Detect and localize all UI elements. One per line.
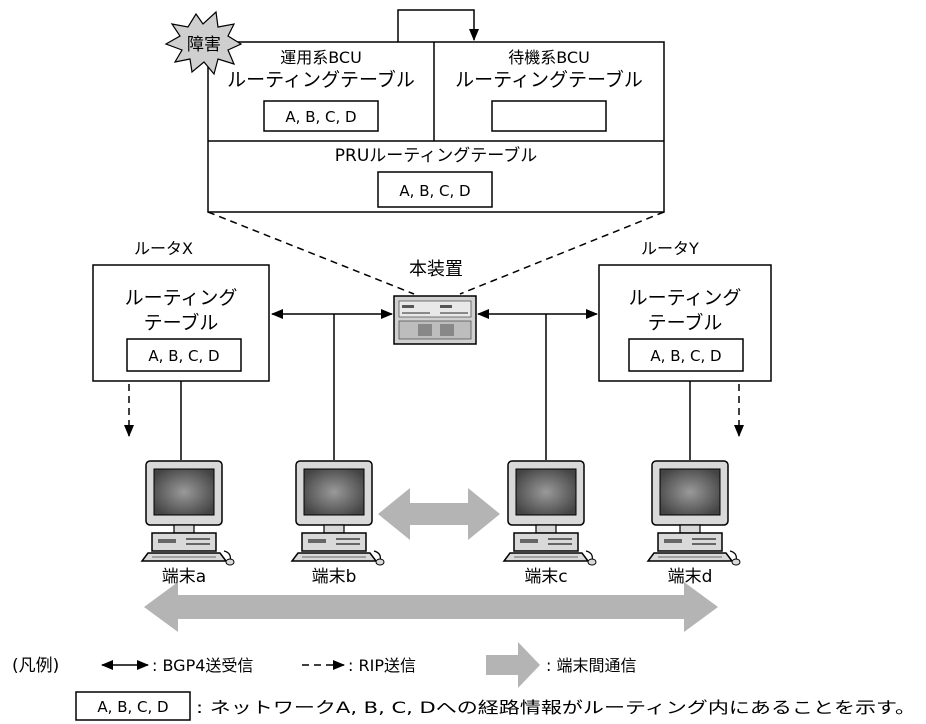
- standby-bcu-title: 待機系BCU: [508, 48, 590, 67]
- active-bcu-entries: A, B, C, D: [285, 108, 356, 126]
- starburst-icon: [164, 10, 243, 76]
- terminal-c: 端末c: [503, 460, 597, 587]
- active-bcu-entries-box: [263, 100, 379, 132]
- terminal-a-label: 端末a: [162, 567, 206, 587]
- terminal-d-label: 端末d: [668, 567, 713, 587]
- terminal-comm-arrow-bc: [378, 488, 500, 540]
- computer-icon: [141, 460, 235, 566]
- legend-terminal-comm-arrow: [486, 642, 540, 688]
- router-y: ルータY ルーティング テーブル A, B, C, D: [598, 239, 772, 382]
- router-x-entries-box: [126, 338, 242, 372]
- terminal-a: 端末a: [141, 460, 235, 587]
- router-y-table-line2: テーブル: [648, 311, 723, 334]
- standby-bcu-table-label: ルーティングテーブル: [455, 68, 643, 91]
- device-icon: [393, 295, 477, 345]
- router-y-table-line1: ルーティング: [629, 287, 742, 309]
- terminal-c-label: 端末c: [524, 567, 567, 587]
- computer-icon: [291, 460, 385, 566]
- router-x-table-line2: テーブル: [144, 311, 219, 334]
- device-label: 本装置: [409, 259, 463, 280]
- pru-table-title: PRUルーティングテーブル: [335, 145, 537, 166]
- failure-starburst: 障害: [164, 10, 243, 76]
- sync-arrow: [397, 9, 479, 42]
- terminal-b: 端末b: [291, 460, 385, 587]
- router-y-entries-box: [628, 338, 744, 372]
- pru-entries-box: [377, 171, 493, 208]
- legend-entries-box: [75, 691, 191, 721]
- router-y-entries: A, B, C, D: [650, 347, 721, 365]
- terminal-comm-arrow-ad: [144, 582, 718, 632]
- terminal-b-label: 端末b: [312, 567, 357, 587]
- router-y-name: ルータY: [641, 239, 699, 258]
- pru-entries: A, B, C, D: [399, 182, 470, 200]
- router-x: ルータX ルーティング テーブル A, B, C, D: [92, 239, 270, 382]
- router-x-entries: A, B, C, D: [148, 347, 219, 365]
- callout-right-dashed: [459, 211, 665, 295]
- failure-label: 障害: [187, 35, 221, 55]
- router-x-name: ルータX: [134, 239, 193, 258]
- computer-icon: [647, 460, 741, 566]
- computer-icon: [503, 460, 597, 566]
- legend-prefix: (凡例): [12, 656, 59, 676]
- active-bcu-title: 運用系BCU: [280, 48, 362, 67]
- legend-entries-sample: A, B, C, D: [97, 698, 168, 716]
- legend-entries-desc: : ネットワークA, B, C, Dへの経路情報がルーティング内にあることを示す…: [196, 698, 916, 717]
- device: 本装置: [393, 259, 477, 345]
- router-x-table-line1: ルーティング: [125, 287, 238, 309]
- terminal-d: 端末d: [647, 460, 741, 587]
- active-bcu-table-label: ルーティングテーブル: [227, 68, 415, 91]
- standby-bcu-entries-box: [491, 100, 607, 132]
- top-routing-panel: 運用系BCU ルーティングテーブル A, B, C, D 待機系BCU ルーティ…: [207, 9, 665, 213]
- legend-bgp-text: : BGP4送受信: [152, 656, 253, 675]
- legend: (凡例) : BGP4送受信 : RIP送信 : 端末間通信 A, B, C, …: [12, 642, 916, 721]
- callout-left-dashed: [207, 211, 415, 295]
- legend-terminal-comm-text: : 端末間通信: [546, 656, 636, 675]
- legend-rip-text: : RIP送信: [348, 656, 416, 675]
